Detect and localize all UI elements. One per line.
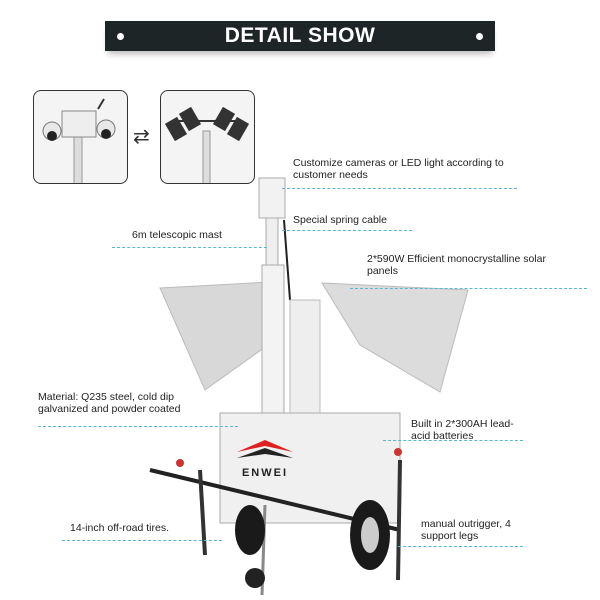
title-banner: DETAIL SHOW — [105, 21, 495, 51]
led-light-head-icon — [164, 106, 250, 183]
trailer-part — [361, 517, 379, 553]
camera-head-icon — [42, 98, 116, 183]
trailer-part — [237, 448, 293, 458]
annotation-solar: 2*590W Efficient monocrystalline solar p… — [367, 253, 546, 277]
enwei-logo-text: ENWEI — [242, 467, 288, 479]
annotation-material: Material: Q235 steel, cold dip galvanize… — [38, 391, 181, 415]
annotation-mast: 6m telescopic mast — [132, 229, 222, 241]
leader-line — [383, 440, 523, 441]
leader-line — [112, 247, 267, 248]
support-leg — [396, 459, 402, 581]
leader-line — [62, 540, 222, 541]
annotation-spring-cable: Special spring cable — [293, 214, 387, 226]
jockey-wheel — [245, 568, 265, 588]
banner-title: DETAIL SHOW — [224, 24, 376, 47]
annotation-outrigger: manual outrigger, 4 support legs — [421, 518, 511, 542]
enwei-logo-mark — [237, 440, 293, 452]
annotation-customize: Customize cameras or LED light according… — [293, 157, 504, 181]
annotation-batteries: Built in 2*300AH lead-acid batteries — [411, 418, 514, 442]
led-option-thumbnail — [160, 90, 255, 184]
spring-cable — [283, 219, 291, 301]
trailer-part — [289, 299, 321, 421]
leader-line — [282, 230, 412, 231]
banner-dot — [117, 33, 124, 40]
trailer-part — [394, 448, 402, 456]
swap-arrows-icon: ⇄ — [133, 126, 150, 148]
tire — [235, 505, 265, 555]
trailer-part — [261, 264, 285, 421]
banner-dot — [476, 33, 483, 40]
leader-line — [38, 426, 238, 427]
annotation-tires: 14-inch off-road tires. — [70, 522, 170, 534]
trailer-part — [176, 459, 184, 467]
leader-line — [398, 546, 523, 547]
camera-option-thumbnail — [33, 90, 128, 184]
solar-panel-right — [321, 282, 469, 393]
mast — [265, 217, 279, 269]
leader-line — [350, 288, 587, 289]
leader-line — [282, 188, 517, 189]
solar-panel-left — [159, 281, 271, 391]
camera-box — [258, 177, 286, 219]
